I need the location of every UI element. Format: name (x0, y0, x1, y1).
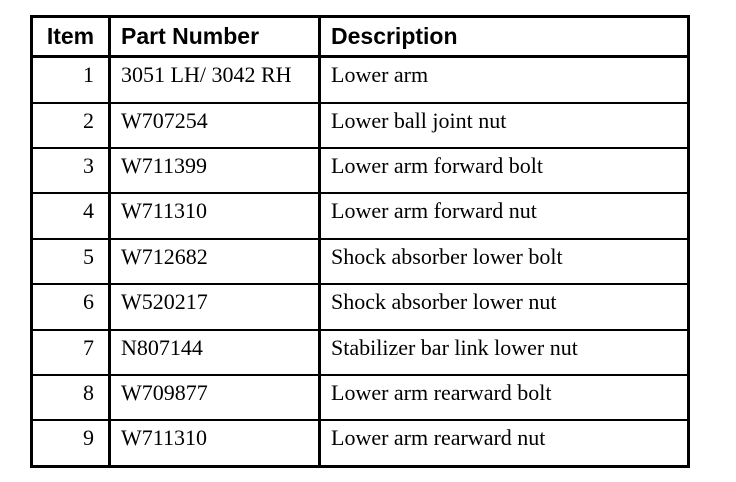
cell-item: 2 (31, 101, 110, 149)
cell-part-number: W711310 (108, 192, 320, 239)
cell-description: Lower arm forward bolt (318, 147, 689, 194)
table-header-row: Item Part Number Description (31, 16, 689, 59)
column-header-description: Description (318, 16, 689, 59)
cell-description: Lower arm (318, 56, 689, 103)
cell-description: Lower arm forward nut (318, 192, 689, 239)
cell-item: 8 (31, 373, 110, 421)
cell-item: 4 (31, 192, 110, 239)
column-header-item: Item (31, 16, 110, 59)
cell-part-number: 3051 LH/ 3042 RH (108, 56, 320, 103)
column-header-part-number: Part Number (108, 16, 320, 59)
table-header: Item Part Number Description (31, 16, 689, 59)
cell-part-number: W520217 (108, 283, 320, 330)
cell-item: 9 (31, 419, 110, 467)
cell-description: Lower ball joint nut (318, 101, 689, 149)
cell-part-number: W712682 (108, 237, 320, 285)
cell-description: Shock absorber lower nut (318, 283, 689, 330)
cell-item: 1 (31, 56, 110, 103)
cell-part-number: W709877 (108, 373, 320, 421)
cell-description: Shock absorber lower bolt (318, 237, 689, 285)
cell-item: 7 (31, 328, 110, 375)
cell-item: 3 (31, 147, 110, 194)
cell-description: Stabilizer bar link lower nut (318, 328, 689, 375)
cell-description: Lower arm rearward nut (318, 419, 689, 467)
cell-part-number: N807144 (108, 328, 320, 375)
cell-part-number: W711399 (108, 147, 320, 194)
cell-item: 6 (31, 283, 110, 330)
cell-part-number: W711310 (108, 419, 320, 467)
cell-part-number: W707254 (108, 101, 320, 149)
cell-description: Lower arm rearward bolt (318, 373, 689, 421)
cell-item: 5 (31, 237, 110, 285)
